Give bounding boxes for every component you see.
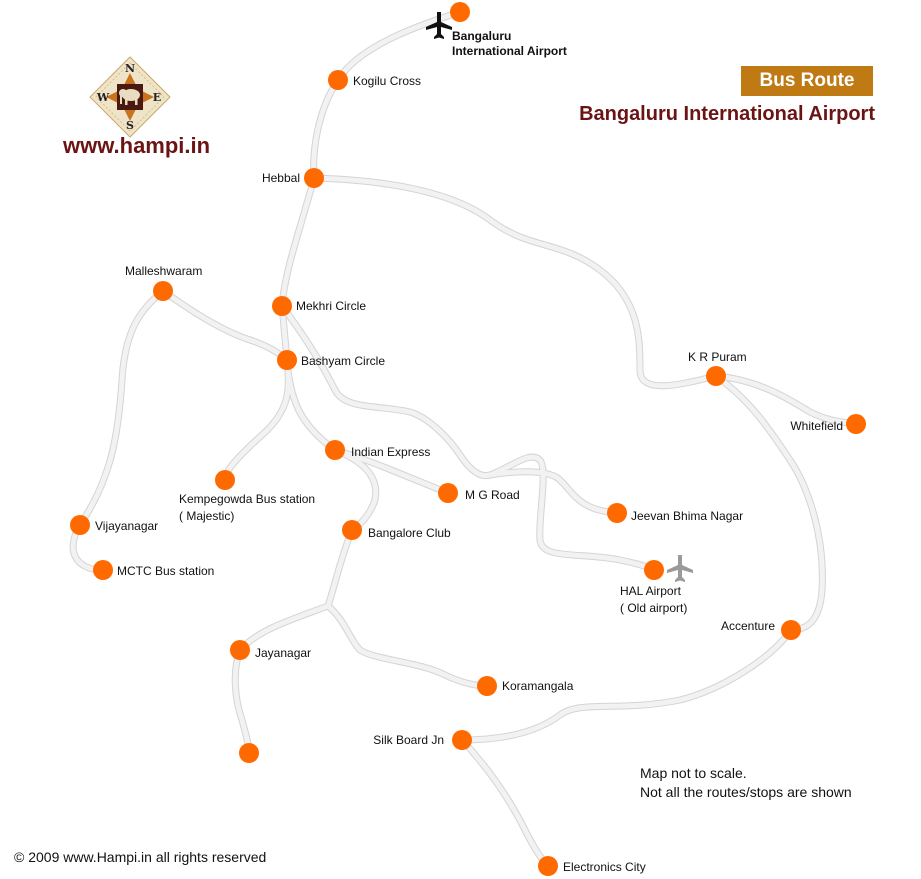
compass-east: E	[153, 91, 161, 104]
airplane-icon	[426, 12, 452, 39]
label-mekhri-circle: Mekhri Circle	[296, 299, 366, 313]
label-jayanagar: Jayanagar	[255, 646, 311, 660]
map-title: Bangaluru International Airport	[579, 103, 875, 125]
label-mg-road: M G Road	[465, 488, 520, 502]
label-bashyam-circle: Bashyam Circle	[301, 354, 385, 368]
stop-airport[interactable]	[450, 2, 470, 22]
stop-bangalore-club[interactable]	[342, 520, 362, 540]
label-vijayanagar: Vijayanagar	[95, 519, 158, 533]
stop-hal-airport[interactable]	[644, 560, 664, 580]
label-hal-airport: HAL Airport( Old airport)	[620, 584, 687, 615]
airplane-icon	[667, 555, 693, 582]
stop-electronics-city[interactable]	[538, 856, 558, 876]
label-kr-puram: K R Puram	[688, 350, 747, 364]
label-electronics-city: Electronics City	[563, 860, 646, 874]
copyright: © 2009 www.Hampi.in all rights reserved	[14, 849, 267, 865]
label-koramangala: Koramangala	[502, 679, 574, 693]
label-kempegowda: Kempegowda Bus station( Majestic)	[179, 492, 315, 523]
label-accenture: Accenture	[721, 619, 775, 633]
compass-north: N	[125, 62, 135, 75]
stop-whitefield[interactable]	[846, 414, 866, 434]
stop-silk-board[interactable]	[452, 730, 472, 750]
stop-koramangala[interactable]	[477, 676, 497, 696]
stop-malleshwaram[interactable]	[153, 281, 173, 301]
bus-route-badge: Bus Route	[741, 66, 873, 96]
label-malleshwaram: Malleshwaram	[125, 264, 202, 278]
stop-mekhri-circle[interactable]	[272, 296, 292, 316]
label-whitefield: Whitefield	[790, 419, 843, 433]
label-silk-board: Silk Board Jn	[373, 733, 444, 747]
route-network	[69, 8, 860, 870]
label-mctc: MCTC Bus station	[117, 564, 214, 578]
stop-indian-express[interactable]	[325, 440, 345, 460]
stops	[70, 2, 866, 876]
stop-kogilu-cross[interactable]	[328, 70, 348, 90]
label-hebbal: Hebbal	[262, 171, 300, 185]
stop-unnamed[interactable]	[239, 743, 259, 763]
compass-logo: N S W E	[89, 56, 171, 138]
stop-accenture[interactable]	[781, 620, 801, 640]
stop-vijayanagar[interactable]	[70, 515, 90, 535]
website-url[interactable]: www.hampi.in	[63, 133, 211, 158]
compass-south: S	[126, 119, 134, 132]
stop-jayanagar[interactable]	[230, 640, 250, 660]
label-bangalore-club: Bangalore Club	[368, 526, 451, 540]
label-jeevan-bhima-nagar: Jeevan Bhima Nagar	[631, 509, 743, 523]
label-kogilu-cross: Kogilu Cross	[353, 74, 421, 88]
stop-hebbal[interactable]	[304, 168, 324, 188]
stop-kr-puram[interactable]	[706, 366, 726, 386]
scale-note: Map not to scale. Not all the routes/sto…	[640, 764, 852, 802]
stop-mg-road[interactable]	[438, 483, 458, 503]
stop-kempegowda[interactable]	[215, 470, 235, 490]
compass-west: W	[96, 91, 110, 104]
label-indian-express: Indian Express	[351, 445, 430, 459]
elephant-icon	[119, 89, 140, 105]
stop-jeevan-bhima-nagar[interactable]	[607, 503, 627, 523]
stop-bashyam-circle[interactable]	[277, 350, 297, 370]
note-line: Not all the routes/stops are shown	[640, 784, 852, 800]
note-line: Map not to scale.	[640, 765, 747, 781]
stop-mctc[interactable]	[93, 560, 113, 580]
